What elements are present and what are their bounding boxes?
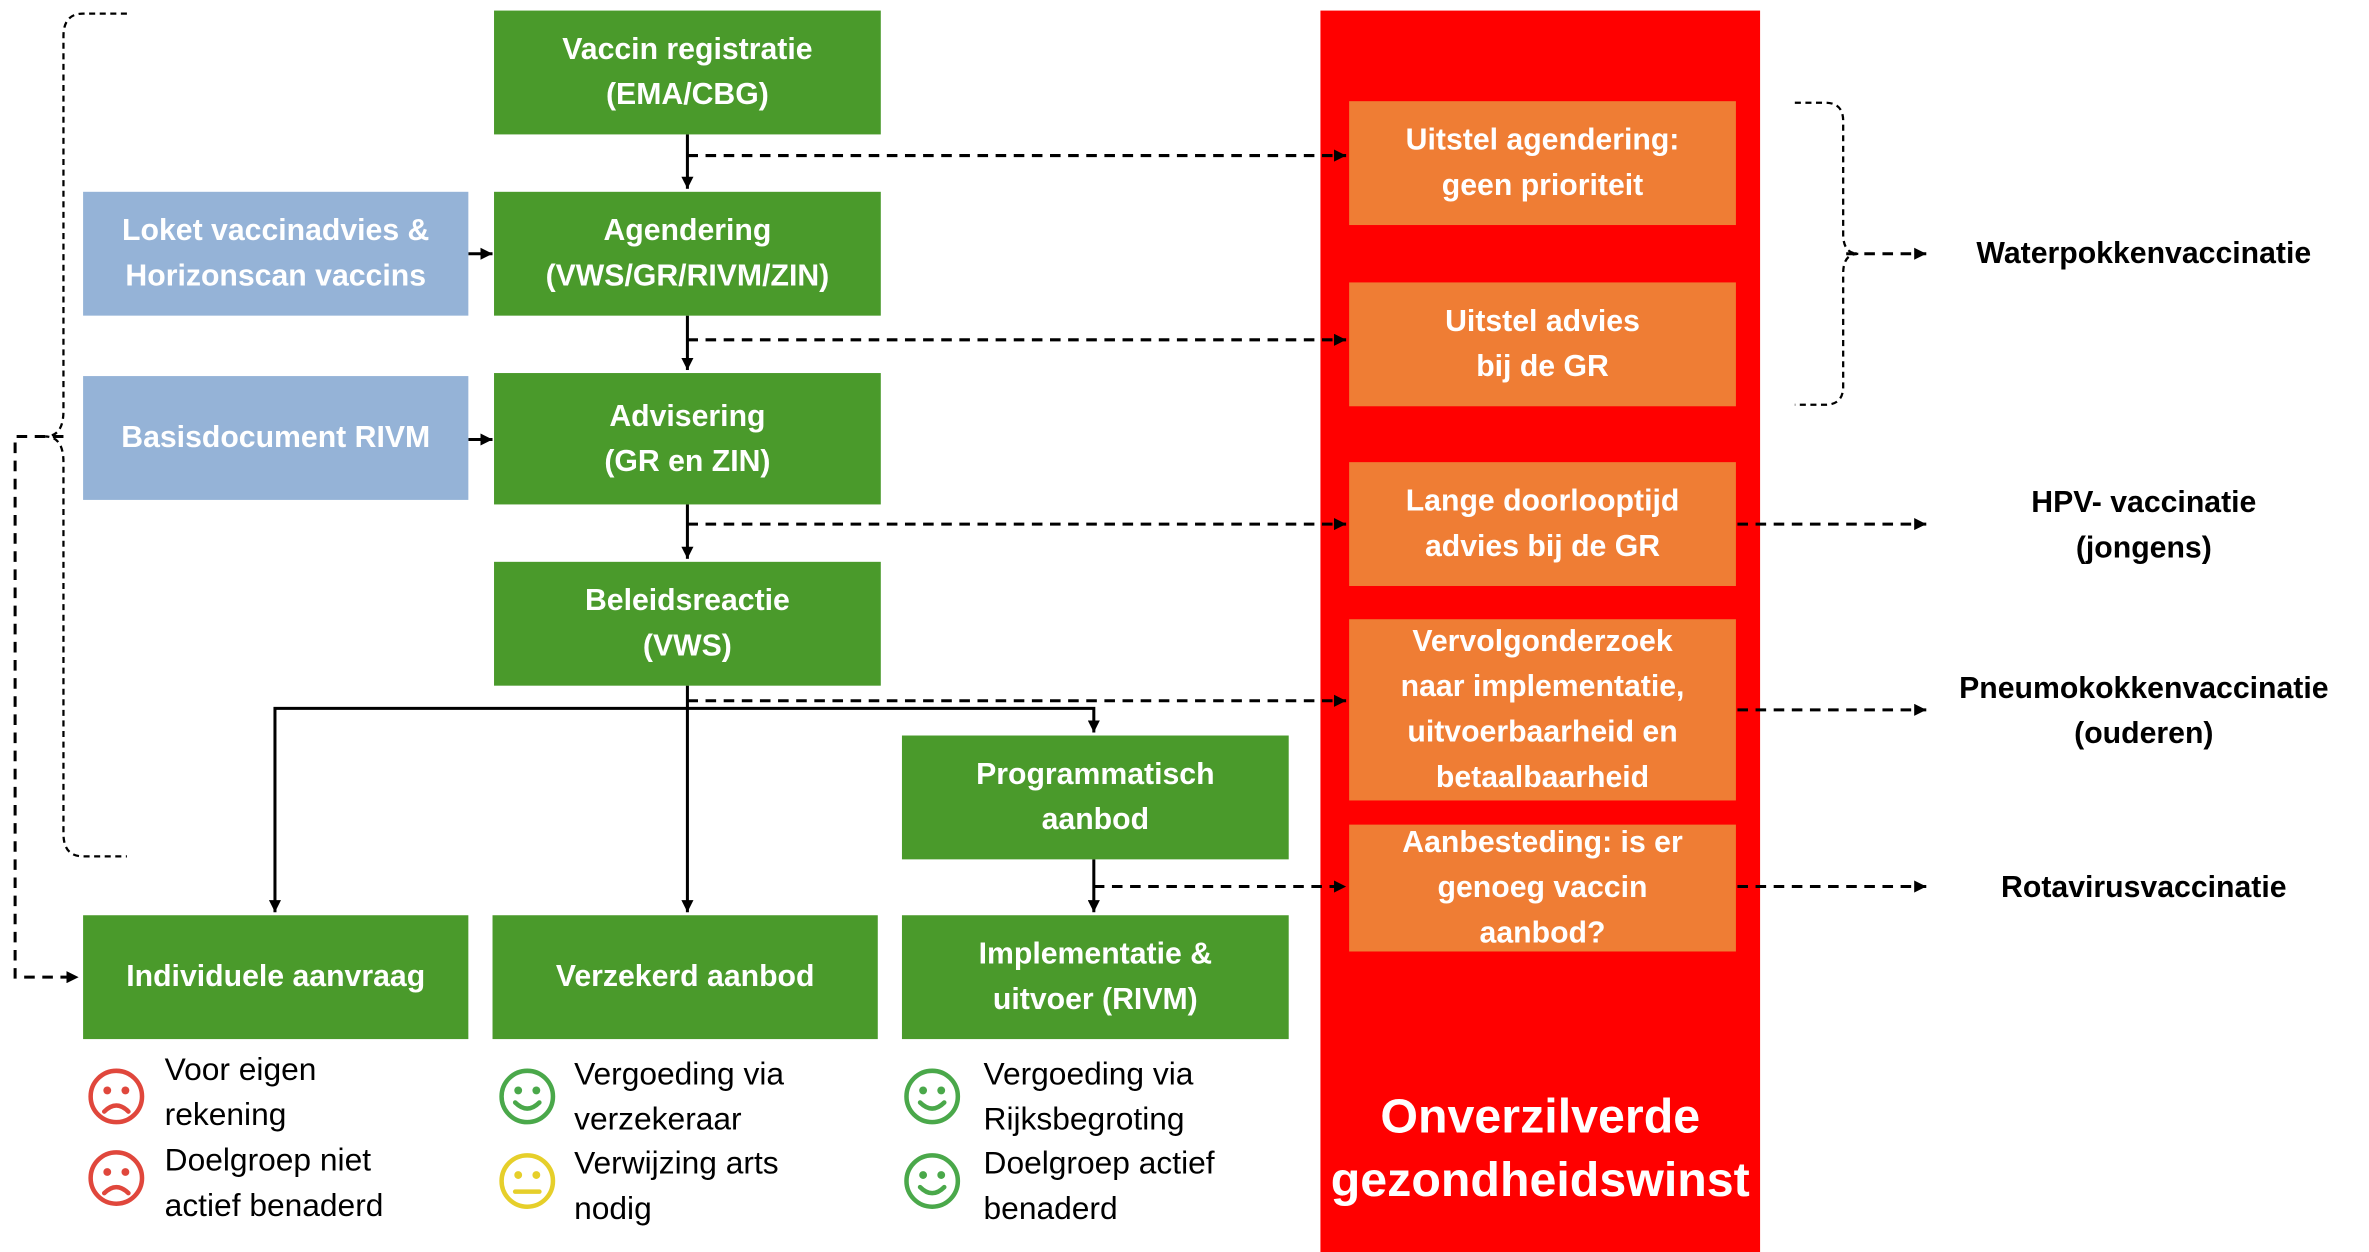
beleidsreactie-line-1: Beleidsreactie [584, 584, 790, 618]
note-line: Voor eigen [164, 1052, 317, 1088]
implementatie-line-1: Implementatie & [978, 937, 1213, 972]
uitstel-advies-box: Uitstel advies bij de GR [1349, 282, 1736, 407]
vervolgonderzoek-line-4: betaalbaarheid [1435, 761, 1650, 795]
note-line: Vergoeding via [983, 1057, 1194, 1092]
note-vergoeding-rijksbegroting: Vergoeding via Rijksbegroting [984, 1053, 1194, 1144]
outcome-hpv: HPV- vaccinatie (jongens) [1940, 480, 2348, 571]
outcome-rotavirus: Rotavirusvaccinatie [2001, 871, 2287, 905]
implementatie-box: Implementatie & uitvoer (RIVM) [901, 915, 1289, 1040]
vaccin-registratie-line-1: Vaccin registratie [562, 33, 813, 67]
uitstel-agendering-line-2: geen prioriteit [1441, 169, 1644, 203]
outcome-waterpokken: Waterpokkenvaccinatie [1976, 237, 2312, 271]
note-doelgroep-actief-benaderd: Doelgroep actief benaderd [984, 1142, 1215, 1233]
uitstel-agendering-box: Uitstel agendering: geen prioriteit [1349, 101, 1736, 226]
lange-doorlooptijd-line-1: Lange doorlooptijd [1405, 484, 1680, 519]
outcome-pneumokokken-line-2: (ouderen) [2074, 717, 2214, 751]
note-line: actief benaderd [164, 1188, 384, 1224]
panel-title-line-1: Onverzilverde [1380, 1088, 1701, 1144]
note-line: Vergoeding via [574, 1057, 785, 1092]
verzekerd-aanbod-label: Verzekerd aanbod [555, 960, 815, 994]
loket-horizonscan-box: Loket vaccinadvies & Horizonscan vaccins [83, 191, 469, 316]
individuele-aanvraag-label: Individuele aanvraag [126, 960, 426, 994]
loket-line-2: Horizonscan vaccins [125, 259, 427, 293]
happy-face-icon [499, 1068, 556, 1125]
note-line: Doelgroep niet [164, 1143, 372, 1179]
basisdocument-box: Basisdocument RIVM [83, 376, 469, 500]
aanbesteding-line-1: Aanbesteding: is er [1402, 826, 1683, 860]
programmatisch-aanbod-box: Programmatisch aanbod [901, 735, 1289, 860]
note-line: Verwijzing arts [574, 1146, 779, 1182]
agendering-box: Agendering (VWS/GR/RIVM/ZIN) [494, 191, 881, 316]
advisering-line-2: (GR en ZIN) [604, 444, 771, 479]
uitstel-advies-line-2: bij de GR [1476, 350, 1609, 384]
note-vergoeding-verzekeraar: Vergoeding via verzekeraar [574, 1053, 784, 1144]
happy-face-icon [904, 1153, 961, 1209]
vaccin-registratie-box: Vaccin registratie (EMA/CBG) [494, 10, 881, 135]
beleidsreactie-box: Beleidsreactie (VWS) [494, 561, 881, 686]
beleidsreactie-line-2: (VWS) [642, 629, 732, 664]
note-line: benaderd [983, 1191, 1118, 1227]
vervolgonderzoek-line-1: Vervolgonderzoek [1412, 625, 1673, 659]
aanbesteding-line-2: genoeg vaccin [1437, 871, 1648, 905]
outcome-pneumokokken: Pneumokokkenvaccinatie (ouderen) [1940, 666, 2348, 757]
loket-line-1: Loket vaccinadvies & [122, 214, 430, 248]
programmatisch-line-1: Programmatisch [976, 758, 1215, 792]
note-line: Doelgroep actief [983, 1146, 1215, 1182]
note-doelgroep-niet-benaderd: Doelgroep niet actief benaderd [165, 1139, 384, 1230]
left-brace [45, 12, 127, 858]
uitstel-advies-line-1: Uitstel advies [1445, 305, 1640, 339]
vervolgonderzoek-line-3: uitvoerbaarheid en [1407, 715, 1678, 750]
outcome-hpv-line-2: (jongens) [2075, 531, 2212, 565]
lange-doorlooptijd-line-2: advies bij de GR [1424, 530, 1661, 564]
advisering-box: Advisering (GR en ZIN) [494, 373, 881, 505]
vervolgonderzoek-line-2: naar implementatie, [1400, 670, 1685, 704]
lange-doorlooptijd-box: Lange doorlooptijd advies bij de GR [1349, 462, 1736, 586]
agendering-line-2: (VWS/GR/RIVM/ZIN) [545, 259, 830, 293]
note-eigen-rekening: Voor eigen rekening [165, 1048, 317, 1139]
arrow-beleidsreactie-individueel [268, 706, 688, 913]
arrow-beleidsreactie-programmatisch [687, 706, 1100, 733]
basisdocument-label: Basisdocument RIVM [121, 421, 431, 455]
outcome-hpv-line-1: HPV- vaccinatie [2031, 486, 2257, 520]
aanbesteding-line-3: aanbod? [1479, 916, 1606, 950]
note-line: verzekeraar [574, 1102, 742, 1138]
note-line: Rijksbegroting [983, 1102, 1185, 1138]
note-line: nodig [574, 1191, 652, 1227]
note-verwijzing-arts: Verwijzing arts nodig [574, 1142, 779, 1233]
individuele-aanvraag-box: Individuele aanvraag [83, 915, 469, 1040]
sad-face-icon [88, 1068, 145, 1125]
implementatie-line-2: uitvoer (RIVM) [992, 983, 1198, 1017]
panel-title: Onverzilverde gezondheidswinst [1320, 1084, 1760, 1211]
agendering-line-1: Agendering [603, 214, 772, 248]
dashed-arrow-feedback-individueel [13, 434, 79, 984]
happy-face-icon [904, 1068, 961, 1125]
right-brace [1794, 101, 1859, 406]
vaccin-registratie-line-2: (EMA/CBG) [605, 78, 769, 112]
panel-title-line-2: gezondheidswinst [1330, 1152, 1750, 1207]
neutral-face-icon [499, 1153, 556, 1209]
vervolgonderzoek-box: Vervolgonderzoek naar implementatie, uit… [1349, 619, 1736, 801]
sad-face-icon [88, 1150, 145, 1206]
outcome-pneumokokken-line-1: Pneumokokkenvaccinatie [1959, 672, 2329, 706]
verzekerd-aanbod-box: Verzekerd aanbod [492, 915, 878, 1040]
advisering-line-1: Advisering [609, 399, 766, 433]
note-line: rekening [164, 1097, 287, 1133]
programmatisch-line-2: aanbod [1041, 803, 1150, 837]
uitstel-agendering-line-1: Uitstel agendering: [1405, 123, 1680, 158]
aanbesteding-box: Aanbesteding: is er genoeg vaccin aanbod… [1349, 824, 1736, 952]
